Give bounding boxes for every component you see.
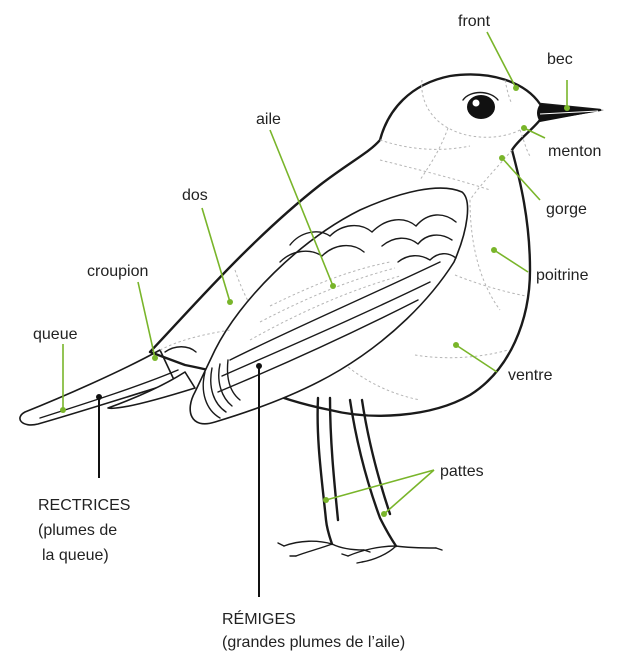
label-croupion: croupion [87,263,148,280]
label-rectrices-2: (plumes de [38,522,117,539]
label-pattes: pattes [440,463,484,480]
pointer-croupion [138,282,155,358]
legs [278,398,442,563]
eye [463,93,498,120]
label-queue: queue [33,326,78,343]
pointer-poitrine [494,250,528,272]
label-gorge: gorge [546,201,587,218]
label-dos: dos [182,187,208,204]
bird-illustration [20,74,604,563]
tail-feathers [20,350,175,425]
label-ventre: ventre [508,367,553,384]
label-rectrices-3: la queue) [42,547,109,564]
pointer-gorge [502,158,540,200]
label-rectrices-1: RECTRICES [38,497,130,514]
label-poitrine: poitrine [536,267,589,284]
wing [190,188,467,424]
pointer-ventre [456,345,497,372]
label-menton: menton [548,143,601,160]
label-remiges-2: (grandes plumes de l’aile) [222,634,405,651]
label-remiges-1: RÉMIGES [222,609,296,628]
label-bec: bec [547,51,573,68]
label-front: front [458,13,491,30]
pointer-dos [202,208,230,302]
label-aile: aile [256,111,281,128]
